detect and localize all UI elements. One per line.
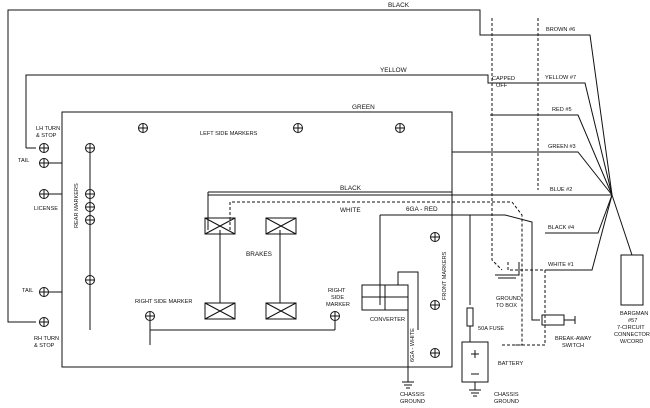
pin-green-line bbox=[452, 151, 613, 196]
white-mid-wire bbox=[229, 201, 523, 346]
tail-bottom-label: TAIL bbox=[22, 288, 33, 294]
chassis-ground-1-label-2: GROUND bbox=[400, 399, 425, 405]
ground-to-box bbox=[495, 262, 520, 279]
pin-label-red: RED #5 bbox=[552, 107, 572, 113]
white-6ga-label: 6GA - WHITE bbox=[410, 328, 416, 362]
brake-bottom-right bbox=[265, 302, 297, 320]
bargman-label-1: BARGMAN bbox=[620, 311, 648, 317]
pin-black-line bbox=[545, 194, 613, 234]
brake-bottom-left bbox=[204, 302, 236, 320]
red-6ga-wire bbox=[380, 214, 540, 321]
pin-label-brown: BROWN #6 bbox=[546, 27, 575, 33]
front-marker-1 bbox=[430, 232, 440, 242]
battery-label: BATTERY bbox=[498, 361, 524, 367]
bargman-label-5: W/CORD bbox=[620, 339, 643, 345]
left-side-marker-2 bbox=[293, 123, 303, 133]
light-leads bbox=[49, 162, 62, 293]
bargman-connector bbox=[620, 254, 644, 306]
chassis-ground-2-label-1: CHASSIS bbox=[494, 392, 519, 398]
pin-label-yellow: YELLOW #7 bbox=[545, 75, 576, 81]
bargman-label-2: #57 bbox=[628, 318, 637, 324]
tail-top-light bbox=[39, 158, 49, 168]
left-side-markers-label: LEFT SIDE MARKERS bbox=[200, 131, 258, 137]
rear-marker-top bbox=[85, 143, 95, 153]
front-marker-3 bbox=[430, 348, 440, 358]
fuse bbox=[466, 307, 474, 327]
rh-turn-label-2: & STOP bbox=[34, 343, 55, 349]
green-top-label: GREEN bbox=[352, 104, 375, 111]
brake-wires bbox=[219, 230, 281, 303]
red-6ga-label: 6GA - RED bbox=[406, 206, 438, 213]
ground-to-box-label-2: TO BOX bbox=[496, 303, 517, 309]
white-to-connector bbox=[502, 270, 546, 346]
trailer-outline bbox=[61, 111, 453, 368]
left-side-marker-1 bbox=[138, 123, 148, 133]
black-top-wire bbox=[7, 9, 613, 262]
chassis-ground-1 bbox=[402, 381, 414, 389]
converter bbox=[361, 284, 409, 311]
breakaway-label-1: BREAK-AWAY bbox=[555, 336, 592, 342]
brakes-label: BRAKES bbox=[246, 251, 272, 258]
breakaway-label-2: SWITCH bbox=[562, 343, 584, 349]
yellow-label: YELLOW bbox=[380, 67, 408, 74]
bargman-label-4: CONNECTOR bbox=[614, 332, 650, 338]
white-mid-label: WHITE bbox=[340, 207, 361, 214]
rear-marker-1 bbox=[85, 189, 95, 199]
pin-label-white: WHITE #1 bbox=[548, 262, 574, 268]
ground-to-box-label-1: GROUND bbox=[496, 296, 521, 302]
right-side-marker-1 bbox=[145, 311, 155, 321]
rh-turn-wire bbox=[7, 262, 36, 323]
right-side-marker-2-label-3: MARKER bbox=[326, 302, 350, 308]
lh-turn-light bbox=[39, 143, 49, 153]
chassis-ground-2-label-2: GROUND bbox=[494, 399, 519, 405]
pin-label-blue: BLUE #2 bbox=[550, 187, 572, 193]
pin-label-green: GREEN #3 bbox=[548, 144, 576, 150]
pin-white-line bbox=[545, 194, 613, 271]
fuse-label: 50A FUSE bbox=[478, 326, 504, 332]
tail-top-label: TAIL bbox=[18, 158, 29, 164]
rear-marker-4 bbox=[85, 275, 95, 285]
rear-marker-3 bbox=[85, 215, 95, 225]
pin-red-line bbox=[490, 114, 613, 196]
chassis-ground-2 bbox=[469, 389, 481, 397]
license-label: LICENSE bbox=[34, 206, 58, 212]
connector-cord bbox=[611, 194, 633, 256]
lh-turn-label-1: LH TURN bbox=[36, 126, 60, 132]
capped-off-label-1: CAPPED bbox=[492, 76, 515, 82]
rear-marker-2 bbox=[85, 202, 95, 212]
breakaway-switch bbox=[541, 314, 576, 326]
capped-off-label-2: OFF bbox=[496, 83, 508, 89]
brake-top-right bbox=[265, 217, 297, 235]
left-side-marker-3 bbox=[395, 123, 405, 133]
bargman-label-3: 7-CIRCUIT bbox=[617, 325, 645, 331]
right-side-marker-2-label-1: RIGHT bbox=[328, 288, 346, 294]
right-side-marker-2 bbox=[330, 311, 340, 321]
black-mid-label: BLACK bbox=[340, 185, 362, 192]
rh-turn-light bbox=[39, 317, 49, 327]
tail-bottom-light bbox=[39, 287, 49, 297]
license-light bbox=[39, 189, 49, 199]
black-top-label: BLACK bbox=[388, 2, 410, 9]
white-ground-box bbox=[507, 262, 545, 271]
right-side-marker-2-label-2: SIDE bbox=[331, 295, 344, 301]
yellow-wire bbox=[25, 74, 613, 196]
junction-dashed-left bbox=[491, 18, 503, 271]
rh-turn-label-1: RH TURN bbox=[34, 336, 59, 342]
brake-top-left bbox=[204, 217, 236, 235]
right-marker-wire bbox=[149, 321, 336, 345]
converter-label: CONVERTER bbox=[370, 317, 405, 323]
right-side-marker-label: RIGHT SIDE MARKER bbox=[135, 299, 192, 305]
rear-markers-label: REAR MARKERS bbox=[74, 183, 80, 228]
chassis-ground-1-label-1: CHASSIS bbox=[400, 392, 425, 398]
battery bbox=[461, 341, 489, 383]
converter-lead bbox=[397, 271, 419, 330]
pin-label-black: BLACK #4 bbox=[548, 225, 574, 231]
front-marker-2 bbox=[430, 300, 440, 310]
front-markers-label: FRONT MARKERS bbox=[442, 251, 448, 300]
lh-turn-label-2: & STOP bbox=[36, 133, 57, 139]
